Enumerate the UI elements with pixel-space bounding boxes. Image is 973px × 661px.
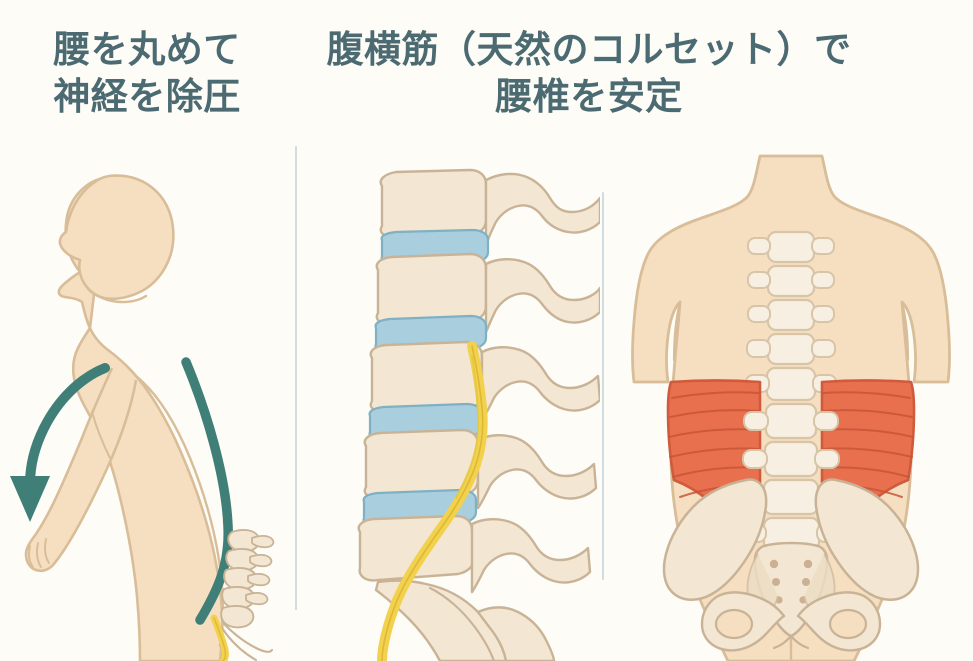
human-body-side-silhouette [24, 174, 225, 661]
obturator-foramen-right [828, 608, 868, 640]
lumbar-vertebrae-inset [220, 528, 275, 661]
panel-divider-1 [295, 146, 297, 610]
panel-lumbar-spine-lateral [300, 150, 600, 661]
bend-direction-arrow[interactable] [10, 363, 110, 522]
vertebra-l2 [375, 252, 600, 334]
vertebra-l1 [379, 168, 600, 246]
sacrum [374, 579, 556, 661]
panel-torso-back-view [608, 150, 973, 661]
spine-curve-highlight [181, 357, 233, 625]
pelvis [662, 478, 920, 652]
panel-side-view-forward-bend [0, 150, 296, 661]
vertebra-l5 [357, 514, 592, 594]
obturator-foramen-left [714, 608, 754, 640]
spinal-nerve [377, 341, 488, 661]
vertebra-l4 [363, 428, 598, 510]
right-panel-title: 腹横筋（天然のコルセット）で 腰椎を安定 [326, 28, 852, 119]
vertebra-l3 [369, 340, 600, 422]
left-panel-title: 腰を丸めて 神経を除圧 [53, 28, 241, 119]
hand-fingers [28, 538, 50, 568]
panel-divider-2 [602, 192, 604, 580]
spinal-nerve-highlight [210, 614, 229, 661]
